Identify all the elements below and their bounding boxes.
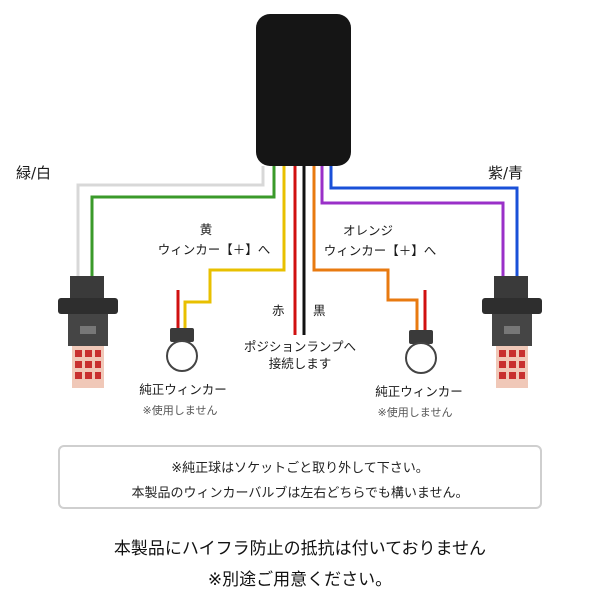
position-lamp-line1: ポジションランプへ: [243, 339, 357, 354]
notice-line1: ※純正球はソケットごと取り外して下さい。: [171, 461, 429, 476]
control-module: [256, 14, 351, 166]
left-bulb-note: ※使用しません: [142, 404, 218, 417]
left-bulb-label: 純正ウィンカー: [139, 382, 227, 397]
right-bulb-label: 純正ウィンカー: [375, 384, 463, 399]
yellow-wire: [183, 166, 286, 330]
green-wire: [90, 166, 276, 278]
red-wire-label: 赤: [272, 303, 285, 318]
orange-color-label: オレンジ: [343, 223, 394, 238]
position-lamp-line2: 接続します: [268, 356, 332, 371]
purple-wire: [320, 166, 505, 278]
left-stock-bulb: [166, 328, 198, 372]
footer-line1: 本製品にハイフラ防止の抵抗は付いておりません: [113, 539, 487, 559]
left-led-socket: [58, 276, 118, 388]
right-bulb-note: ※使用しません: [377, 406, 453, 419]
notice-line2: 本製品のウィンカーバルブは左右どちらでも構いません。: [131, 486, 469, 501]
orange-wire: [312, 166, 419, 332]
footer-line2: ※別途ご用意ください。: [207, 570, 393, 590]
right-wire-color-label: 紫/青: [488, 164, 524, 182]
blue-wire: [329, 166, 519, 278]
yellow-color-label: 黄: [199, 222, 213, 237]
right-stock-bulb: [405, 330, 437, 374]
yellow-target-label: ウィンカー【＋】へ: [157, 242, 271, 257]
white-wire: [76, 166, 265, 278]
notice-box: ※純正球はソケットごと取り外して下さい。 本製品のウィンカーバルブは左右どちらで…: [58, 445, 542, 509]
right-led-socket: [482, 276, 542, 388]
orange-target-label: ウィンカー【＋】へ: [323, 243, 437, 258]
black-wire-label: 黒: [313, 303, 326, 318]
left-wire-color-label: 緑/白: [16, 164, 52, 182]
